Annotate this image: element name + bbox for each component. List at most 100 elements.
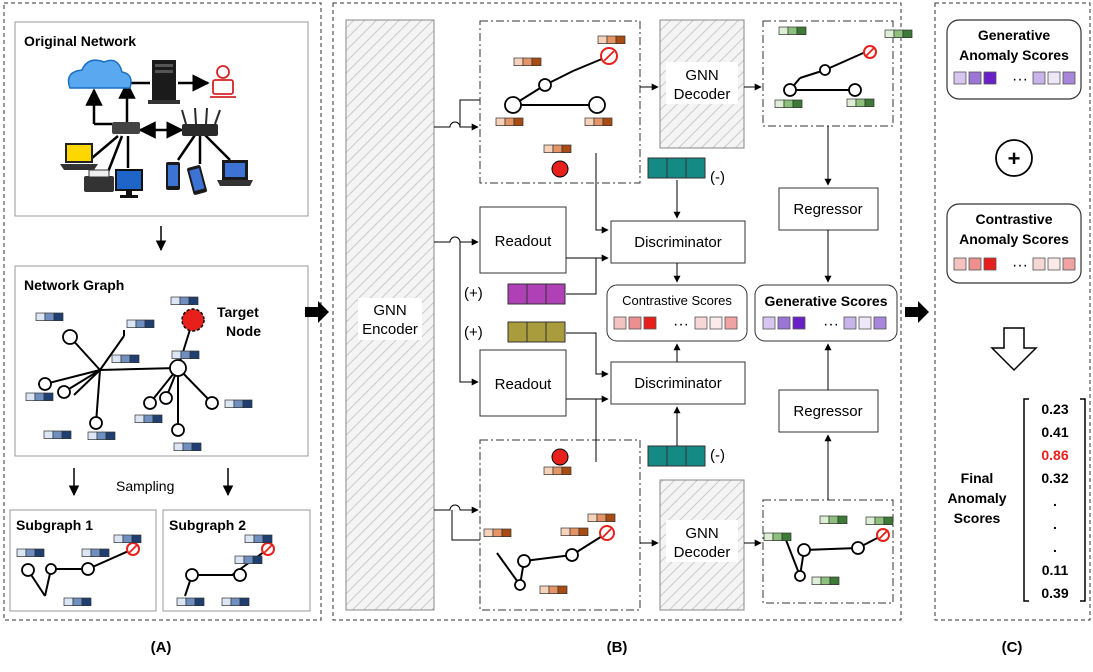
- laptop-icon: [60, 143, 98, 170]
- feature-cell: [597, 35, 608, 45]
- graph-edge: [785, 539, 801, 577]
- feature-cell: [243, 555, 254, 565]
- feature-cell: [902, 29, 913, 39]
- feature-cell: [63, 597, 74, 607]
- score-cell: [983, 257, 997, 271]
- gnn-decoder-bottom-label-line2: Decoder: [674, 544, 731, 561]
- anomalous-node-mark: [263, 544, 273, 554]
- node-feature-vector: [234, 555, 263, 565]
- score-cell: [1047, 71, 1061, 85]
- feature-cell: [539, 585, 550, 595]
- feature-cell: [134, 414, 145, 424]
- final-label: Final: [961, 470, 994, 486]
- readout-top-label: Readout: [495, 233, 553, 250]
- graph-node: [794, 570, 806, 582]
- feature-cell: [552, 466, 563, 476]
- positive-embedding-top: [507, 283, 566, 305]
- feature-cell: [43, 392, 54, 402]
- feature-cell: [224, 399, 235, 409]
- graph-edge: [803, 547, 859, 551]
- embedding-cell: [647, 157, 668, 179]
- graph-node: [185, 568, 199, 582]
- subgraph-1: [16, 534, 142, 607]
- final-score-value: 0.86: [1041, 447, 1068, 463]
- node-feature-vector: [173, 442, 202, 452]
- feature-cell: [606, 35, 617, 45]
- anomalous-node-mark: [865, 47, 875, 57]
- embedding-cell: [507, 283, 528, 305]
- final-score-value: 0.39: [1041, 585, 1068, 601]
- feature-cell: [34, 392, 45, 402]
- regressor-top-label: Regressor: [793, 201, 862, 218]
- positive-embedding-bottom: [507, 321, 566, 343]
- embedding-cell: [666, 445, 687, 467]
- feature-cell: [113, 534, 124, 544]
- feature-cell: [144, 319, 155, 329]
- graph-edge: [99, 367, 179, 371]
- feature-cell: [111, 354, 122, 364]
- feature-cell: [221, 597, 232, 607]
- feature-cell: [230, 597, 241, 607]
- positive-label-2: (+): [464, 324, 483, 341]
- feature-cell: [87, 431, 98, 441]
- embedding-cell: [685, 157, 706, 179]
- generative-anomaly-title: Generative: [978, 27, 1051, 43]
- feature-cell: [492, 528, 503, 538]
- graph-node: [143, 396, 157, 410]
- feature-cell: [152, 414, 163, 424]
- feature-cell: [25, 548, 36, 558]
- graph-node: [89, 416, 103, 430]
- score-cell: [628, 316, 642, 330]
- cloud-icon: [67, 59, 132, 89]
- score-cell: [1032, 71, 1046, 85]
- feature-cell: [35, 312, 46, 322]
- feature-cell: [252, 555, 263, 565]
- final-label-line3: Scores: [954, 510, 1001, 526]
- feature-cell: [884, 29, 895, 39]
- feature-cell: [602, 117, 613, 127]
- feature-cell: [96, 431, 107, 441]
- feature-cell: [811, 576, 822, 586]
- graph-edge: [496, 552, 521, 586]
- graph-node: [848, 83, 862, 97]
- node-feature-vector: [87, 431, 116, 441]
- node-feature-vector: [43, 430, 72, 440]
- feature-cell: [173, 442, 184, 452]
- node-feature-vector: [774, 99, 803, 109]
- score-cell: [843, 316, 857, 330]
- final-label-line2: Anomaly: [947, 490, 1006, 506]
- feature-cell: [143, 414, 154, 424]
- feature-cell: [61, 430, 72, 440]
- feature-cell: [194, 597, 205, 607]
- node-feature-vector: [113, 534, 142, 544]
- node-feature-vector: [597, 35, 626, 45]
- score-cell: [1047, 257, 1061, 271]
- node-feature-vector: [819, 515, 848, 525]
- panel-c-label: (C): [1002, 639, 1023, 656]
- anomalous-node-mark: [603, 50, 615, 62]
- desktop-icon: [115, 169, 143, 198]
- score-cell: [968, 71, 982, 85]
- reconstruction-2-box: [762, 499, 894, 604]
- anomalous-node-mark: [128, 544, 138, 554]
- feature-cell: [774, 99, 785, 109]
- sampling-label: Sampling: [116, 478, 174, 494]
- ellipsis: ···: [1012, 71, 1028, 88]
- feature-cell: [787, 26, 798, 36]
- node-feature-vector: [171, 350, 200, 360]
- graph-edge: [95, 369, 101, 424]
- feature-cell: [548, 585, 559, 595]
- gnn-encoder-label-line2: Encoder: [362, 321, 418, 338]
- attacker-icon: [210, 65, 236, 98]
- feature-cell: [837, 515, 848, 525]
- final-score-value: 0.23: [1041, 401, 1068, 417]
- panel-a: Original Network: [3, 2, 322, 621]
- feature-cell: [883, 516, 894, 526]
- node-feature-vector: [513, 57, 542, 67]
- node-feature-vector: [483, 528, 512, 538]
- score-cell: [1062, 257, 1076, 271]
- feature-cell: [763, 532, 774, 542]
- network-graph-title: Network Graph: [24, 277, 124, 293]
- view-1-box: [479, 20, 641, 184]
- score-cell: [858, 316, 872, 330]
